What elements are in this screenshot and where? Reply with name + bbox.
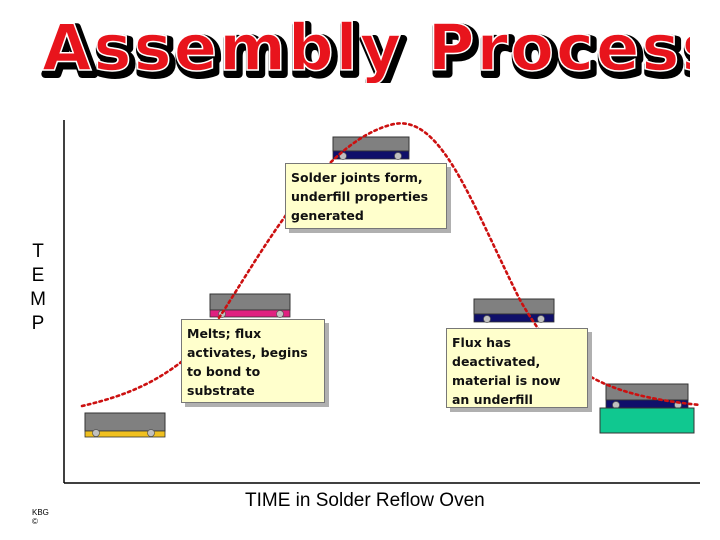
solder-ball bbox=[537, 315, 545, 323]
chip-1 bbox=[84, 412, 166, 432]
chip-4 bbox=[473, 298, 555, 315]
note-flux-deactivated: Flux has deactivated, material is now an… bbox=[446, 328, 588, 408]
copyright-symbol: © bbox=[32, 517, 38, 526]
y-axis-letter: T bbox=[32, 241, 44, 262]
solder-ball bbox=[92, 429, 100, 437]
title-shadow: Assembly Process bbox=[45, 16, 690, 83]
solder-ball bbox=[612, 401, 620, 409]
copyright-text: KBG bbox=[32, 508, 49, 517]
underfill-2 bbox=[209, 309, 291, 318]
stage-3-assembly bbox=[332, 136, 410, 160]
solder-ball bbox=[147, 429, 155, 437]
y-axis-letter: E bbox=[31, 265, 45, 286]
note-solder-joints: Solder joints form, underfill properties… bbox=[285, 163, 447, 229]
copyright-mark: KBG © bbox=[32, 508, 49, 526]
underfill-1 bbox=[84, 430, 166, 438]
underfill-3 bbox=[332, 150, 410, 160]
solder-ball bbox=[394, 152, 402, 160]
title-banner: Assembly Process Assembly Process bbox=[41, 11, 690, 83]
stage-5-assembly bbox=[599, 383, 695, 434]
underfill-4 bbox=[473, 313, 555, 323]
stage-4-assembly bbox=[473, 298, 555, 323]
y-axis-letter: P bbox=[31, 313, 45, 334]
chip-2 bbox=[209, 293, 291, 311]
x-axis-label: TIME in Solder Reflow Oven bbox=[245, 490, 485, 511]
substrate bbox=[599, 407, 695, 434]
stage-2-assembly bbox=[209, 293, 291, 318]
page-title: Assembly Process bbox=[42, 12, 690, 83]
y-axis-letter: M bbox=[30, 289, 46, 310]
y-axis-label: T E M P bbox=[28, 240, 48, 336]
solder-ball bbox=[276, 310, 284, 318]
stage-1-assembly bbox=[84, 412, 166, 438]
note-melts: Melts; flux activates, begins to bond to… bbox=[181, 319, 325, 403]
solder-ball bbox=[483, 315, 491, 323]
